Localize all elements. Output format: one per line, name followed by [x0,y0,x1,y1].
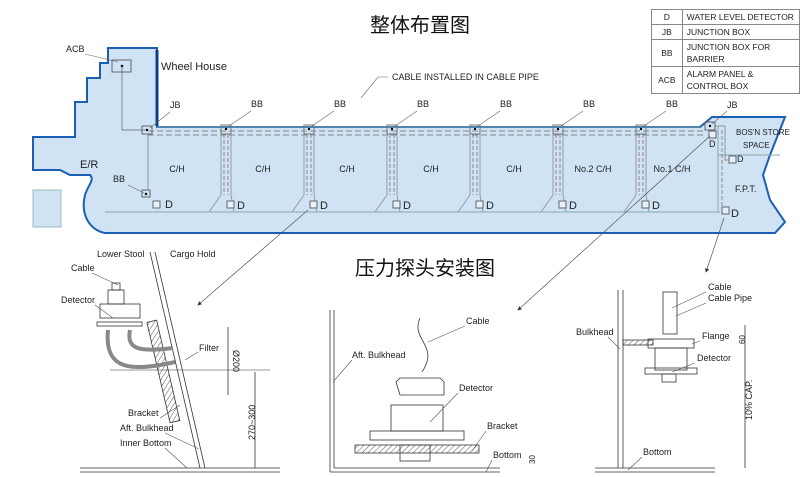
jb-label-aft: JB [170,100,181,110]
bulkhead-column: D BB [623,99,678,213]
cable-pipe-label: Cable Pipe [708,293,752,303]
legend-value: ALARM PANEL & CONTROL BOX [681,66,800,94]
legend-key: BB [651,39,683,67]
flange-label: Flange [702,331,730,341]
cargo-hold-label: Cargo Hold [170,249,216,259]
d-label-er: D [165,199,173,211]
bb-label: BB [500,99,512,109]
bb-label: BB [583,99,595,109]
bosn-store-label: BOS'N STORE [736,128,790,137]
detail-right [595,290,746,473]
bb-label-er: BB [113,174,125,184]
layout-title: 整体布置图 [370,13,470,37]
bulkhead-label-right: Bulkhead [576,327,614,337]
cable-label-mid: Cable [466,316,490,326]
cable-label-right: Cable [708,282,732,292]
dim-mid: 30 [528,455,537,464]
bb-label: BB [334,99,346,109]
bb-label: BB [666,99,678,109]
legend-key: JB [651,24,683,40]
d-label: D [652,200,660,212]
bracket-label-left: Bracket [128,408,159,418]
d-label-fpt: D [731,208,739,220]
fpt-label: F.P.T. [735,184,756,194]
aft-bulkhead-label-mid: Aft. Bulkhead [352,350,406,360]
bottom-label-right: Bottom [643,447,672,457]
d-label: D [403,200,411,212]
detector-label-mid: Detector [459,383,493,393]
filter-dim: Ø200 [231,350,241,372]
hold-label: C/H [339,164,355,174]
space-label: SPACE [743,141,770,150]
cable-note: CABLE INSTALLED IN CABLE PIPE [392,72,539,82]
bb-label: BB [251,99,263,109]
d-label: D [237,200,245,212]
legend-value: JUNCTION BOX [681,24,800,40]
installation-title: 压力探头安装图 [355,256,495,280]
detector-icon [392,200,401,209]
wheel-house-label: Wheel House [161,61,227,73]
legend-key: D [651,9,683,25]
dim-cap: 10% CAP. [744,380,754,420]
er-label: E/R [80,159,98,171]
legend-value: JUNCTION BOX FOR BARRIER [681,39,800,67]
detector-icon [558,200,567,209]
detector-icon [309,200,318,209]
d-label: D [320,200,328,212]
detail-left [80,251,280,473]
dim-flange: 60 [738,335,747,344]
hold-label: C/H [423,164,439,174]
detector-label-left: Detector [61,295,95,305]
detector-icon [226,200,235,209]
inner-bottom-label: Inner Bottom [120,438,172,448]
d-label-jb: D [709,139,716,149]
bulkhead-column: D BB [208,99,263,213]
d-label-space: D [737,154,744,164]
detector-icon [641,200,650,209]
hold-label: No.1 C/H [653,164,690,174]
bracket-label-mid: Bracket [487,421,518,431]
rudder-box [32,189,62,228]
detector-label-right: Detector [697,353,731,363]
bulkhead-column: D BB [457,99,512,213]
hold-label: C/H [506,164,522,174]
cable-label-left: Cable [71,263,95,273]
detail-mid [329,310,500,473]
aft-bulkhead-label-left: Aft. Bulkhead [120,423,174,433]
legend-key: ACB [651,66,683,94]
hold-label: C/H [255,164,271,174]
jb-label-fwd: JB [727,100,738,110]
bulkhead-column: D BB [374,99,429,213]
bulkhead-column: D BB [540,99,595,213]
bottom-label-mid: Bottom [493,450,522,460]
hold-labels: C/H C/H C/H C/H C/H No.2 C/H No.1 C/H [169,164,690,174]
height-dim-left: 270~300 [247,405,257,440]
legend-value: WATER LEVEL DETECTOR [681,9,800,25]
filter-label: Filter [199,343,219,353]
bulkhead-column: D BB [291,99,346,213]
bulkheads: D BB D BB D BB D BB D BB D BB [208,99,678,213]
acb-box [111,59,132,73]
d-label: D [569,200,577,212]
acb-label: ACB [66,44,85,54]
bb-label: BB [417,99,429,109]
lower-stool-label: Lower Stool [97,249,145,259]
detector-icon [475,200,484,209]
d-label: D [486,200,494,212]
hold-label: No.2 C/H [574,164,611,174]
hold-label: C/H [169,164,185,174]
